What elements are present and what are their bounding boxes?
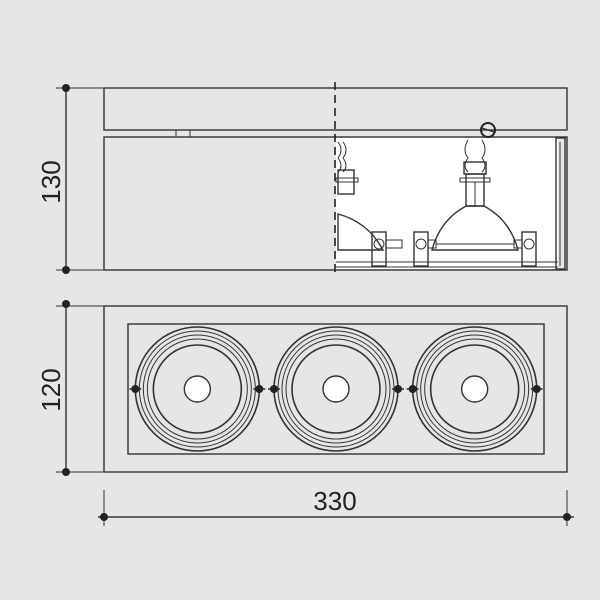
side-view-clip <box>175 129 191 138</box>
front-view-inner-frame <box>127 323 545 455</box>
dimension-label-330: 330 <box>313 486 356 516</box>
lamp-front-1 <box>129 326 266 452</box>
dimension-width: 330 <box>98 486 574 526</box>
lamp-front-3 <box>406 326 543 452</box>
side-wall <box>555 137 566 270</box>
lamp-front-2 <box>268 326 404 452</box>
front-view <box>103 305 568 473</box>
dimension-height-side: 130 <box>36 84 104 274</box>
dimension-label-130: 130 <box>36 160 66 203</box>
side-elevation-view <box>103 82 568 276</box>
dimension-height-top: 120 <box>36 300 104 476</box>
adjust-screw <box>480 122 496 138</box>
front-view-frame <box>103 305 568 473</box>
lamp-rings <box>129 326 543 452</box>
lamp-side-full <box>413 139 537 267</box>
dimension-label-120: 120 <box>36 368 66 411</box>
section-cutaway <box>336 138 558 269</box>
lamp-side-partial <box>335 141 403 267</box>
